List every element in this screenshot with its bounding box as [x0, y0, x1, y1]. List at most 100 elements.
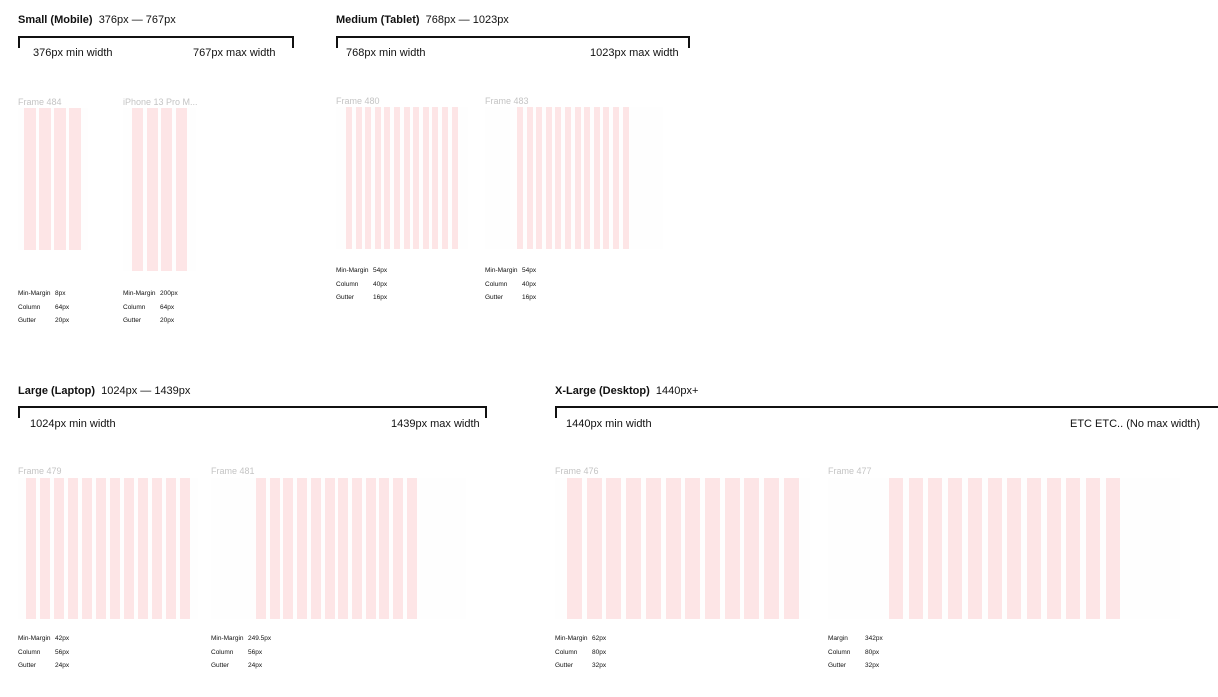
spec-value: 80px — [865, 648, 880, 656]
grid-column — [704, 478, 720, 619]
grid-column — [586, 478, 602, 619]
grid-column — [351, 478, 362, 619]
grid-column — [744, 478, 760, 619]
spec-value: 80px — [592, 648, 607, 656]
spec-margin: Min-Margin 249.5px — [211, 632, 271, 646]
section-title-large: Large (Laptop) 1024px — 1439px — [18, 385, 190, 397]
spec-key: Column — [123, 303, 146, 311]
grid-column — [110, 478, 120, 619]
width-bracket — [336, 36, 690, 48]
spec-value: 56px — [248, 648, 263, 656]
spec-column: Column 80px — [828, 646, 883, 660]
grid-column — [413, 107, 420, 249]
grid-column — [442, 107, 448, 249]
grid-column — [526, 107, 533, 249]
spec-value: 20px — [55, 317, 70, 324]
grid-column — [54, 108, 66, 250]
grid-column — [889, 478, 903, 619]
spec-key: Min-Margin — [18, 290, 51, 297]
grid-column — [24, 108, 36, 250]
grid-column — [310, 478, 321, 619]
grid-frame[interactable] — [123, 108, 196, 271]
grid-frame[interactable] — [211, 478, 466, 619]
grid-column — [324, 478, 335, 619]
frame-label: Frame 483 — [485, 96, 529, 106]
grid-column — [82, 478, 92, 619]
spec-key: Column — [828, 648, 851, 656]
grid-column — [365, 478, 376, 619]
grid-column — [166, 478, 176, 619]
spec-key: Min-Margin — [336, 267, 369, 274]
grid-column — [517, 107, 523, 249]
spec-key: Min-Margin — [485, 267, 518, 274]
width-bracket — [18, 36, 294, 48]
spec-value: 62px — [592, 635, 607, 642]
section-range: 376px — 767px — [98, 14, 176, 26]
grid-frame[interactable] — [828, 478, 1180, 619]
spec-key: Min-Margin — [211, 635, 244, 642]
section-name: X-Large (Desktop) — [555, 385, 650, 397]
spec-value: 64px — [55, 303, 70, 311]
grid-column — [1046, 478, 1061, 619]
spec-value: 24px — [248, 662, 263, 669]
section-title-xlarge: X-Large (Desktop) 1440px+ — [555, 385, 698, 397]
grid-column — [967, 478, 982, 619]
grid-column — [665, 478, 681, 619]
spec-value: 249.5px — [248, 635, 272, 642]
spec-value: 24px — [55, 662, 70, 669]
section-range: 1440px+ — [655, 385, 699, 397]
grid-column — [132, 108, 143, 271]
spec-key: Gutter — [828, 662, 847, 669]
spec-value: 40px — [373, 280, 388, 288]
spec-value: 20px — [160, 317, 175, 324]
grid-column — [645, 478, 661, 619]
spec-key: Gutter — [336, 294, 355, 301]
grid-column — [406, 478, 417, 619]
grid-frame[interactable] — [485, 107, 663, 249]
spec-key: Min-Margin — [18, 635, 51, 642]
grid-column — [1026, 478, 1041, 619]
grid-frame[interactable] — [555, 478, 810, 619]
grid-column — [26, 478, 36, 619]
grid-column — [68, 478, 78, 619]
spec-value: 200px — [160, 290, 178, 297]
grid-column — [565, 107, 571, 249]
grid-column — [613, 107, 619, 249]
grid-column — [451, 107, 458, 249]
grid-frame[interactable] — [18, 108, 88, 250]
section-title-small: Small (Mobile) 376px — 767px — [18, 14, 176, 26]
grid-column — [928, 478, 943, 619]
grid-column — [764, 478, 779, 619]
grid-column — [584, 107, 591, 249]
grid-column — [626, 478, 642, 619]
grid-column — [1086, 478, 1100, 619]
grid-column — [180, 478, 190, 619]
min-width-label: 376px min width — [33, 47, 113, 59]
width-bracket — [18, 406, 487, 418]
grid-column — [152, 478, 162, 619]
spec-key: Margin — [828, 635, 848, 642]
grid-column — [606, 478, 622, 619]
grid-frame[interactable] — [18, 478, 198, 619]
frame-label: Frame 479 — [18, 466, 62, 476]
grid-frame[interactable] — [336, 107, 468, 249]
